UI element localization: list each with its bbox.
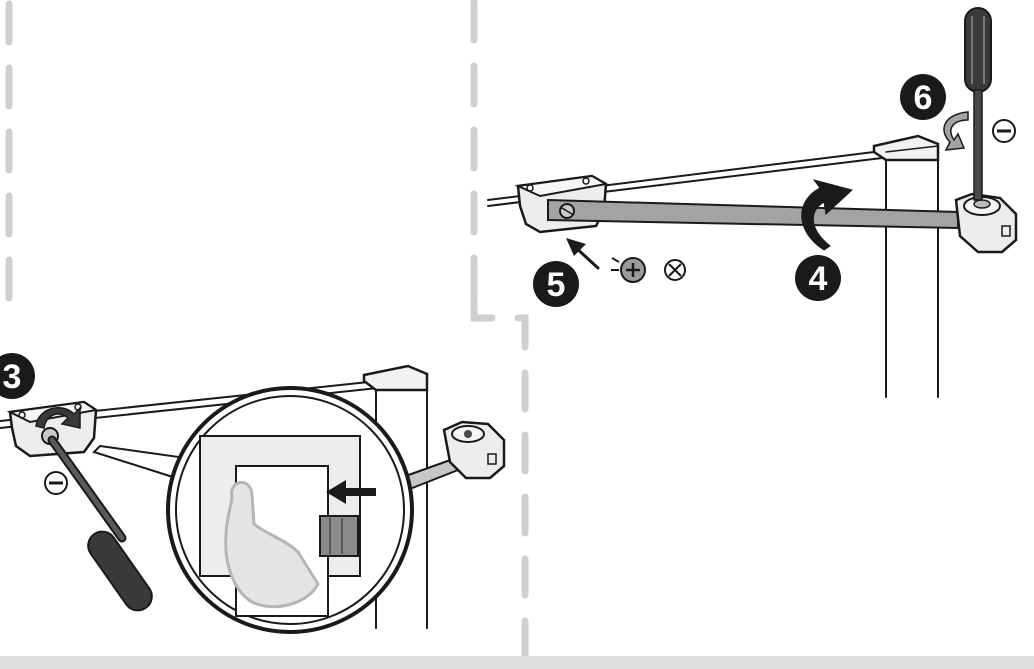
step-badge-6: 6 bbox=[900, 74, 946, 120]
panel-bottom-left: 3 bbox=[0, 353, 504, 632]
screwdriver-icon bbox=[965, 8, 991, 200]
step-number-5: 5 bbox=[547, 266, 566, 304]
step-number-3: 3 bbox=[3, 358, 22, 396]
minus-circle-icon-lower bbox=[45, 472, 67, 494]
step-badge-5: 5 bbox=[533, 261, 579, 307]
panel-top-right: 4 5 6 bbox=[488, 8, 1016, 397]
stabilizer-bar bbox=[548, 200, 958, 228]
rotate-counterclockwise-icon bbox=[944, 112, 968, 150]
step-number-6: 6 bbox=[914, 79, 933, 117]
gate-post bbox=[874, 136, 938, 397]
screw-icon bbox=[611, 258, 645, 282]
step-number-4: 4 bbox=[809, 260, 828, 298]
far-mount-bracket bbox=[400, 422, 504, 492]
step-badge-4: 4 bbox=[795, 255, 841, 301]
x-circle-icon bbox=[665, 260, 685, 280]
step-badge-3: 3 bbox=[0, 353, 35, 399]
pointer-arrow-icon bbox=[566, 238, 598, 268]
footer-bar bbox=[0, 656, 1034, 669]
minus-circle-icon bbox=[993, 120, 1015, 142]
right-mount-bracket bbox=[956, 194, 1016, 252]
